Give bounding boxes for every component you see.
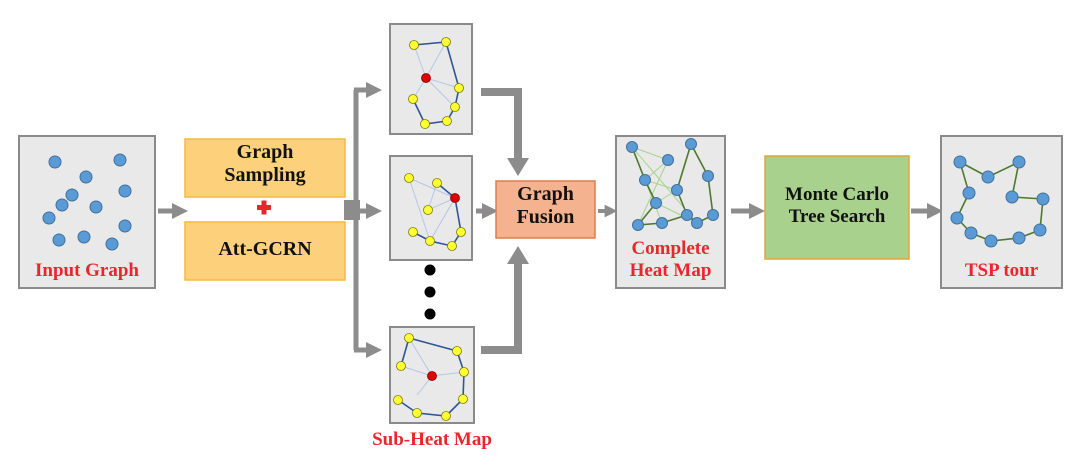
graph-sampling-box [184,138,346,198]
mcts-line2: Tree Search [788,205,886,227]
input-node [77,230,91,244]
arrow-bottom-to-fusion [481,262,522,354]
sub-heat-map-panel [389,326,475,424]
complete-heat-map-line1: Complete [631,238,710,259]
att-gcrn-label: Att-GCRN [218,238,312,260]
input-node [65,188,79,202]
graph-sampling-label: Graph Sampling [185,141,345,187]
mcts-box [764,155,910,260]
att-gcrn-box [184,221,346,281]
arrow-top-to-fusion [481,88,522,160]
sub-heat-map-label: Sub-Heat Map [372,429,492,450]
graph-fusion-line2: Fusion [516,206,575,228]
input-node [89,200,103,214]
sub-heat-map-panel [389,155,473,261]
graph-fusion-label: Graph Fusion [496,183,595,229]
input-node [105,237,119,251]
vertical-dots-icon [424,264,436,320]
input-node [113,153,127,167]
complete-heat-map-line2: Heat Map [629,259,712,281]
mcts-label: Monte Carlo Tree Search [765,184,909,228]
complete-heat-map-panel [615,135,726,289]
graph-sampling-line2: Sampling [224,164,306,186]
graph-fusion-box [495,180,596,239]
input-node [48,155,62,169]
input-node [118,219,132,233]
input-node [79,170,93,184]
tsp-tour-panel [940,135,1063,289]
tsp-tour-label: TSP tour [964,260,1039,281]
input-graph-panel [18,135,156,289]
input-node [52,233,66,247]
graph-fusion-line1: Graph [517,183,574,205]
complete-heat-map-label: Complete Heat Map [606,238,735,282]
input-graph-label: Input Graph [34,260,140,281]
branch-connector [344,81,383,359]
input-node [55,198,69,212]
mcts-line1: Monte Carlo [785,184,889,205]
input-node [118,184,132,198]
input-node [42,211,56,225]
graph-sampling-line1: Graph [236,141,294,163]
sub-heat-map-panel [389,23,473,135]
red-plus-icon [257,200,271,215]
